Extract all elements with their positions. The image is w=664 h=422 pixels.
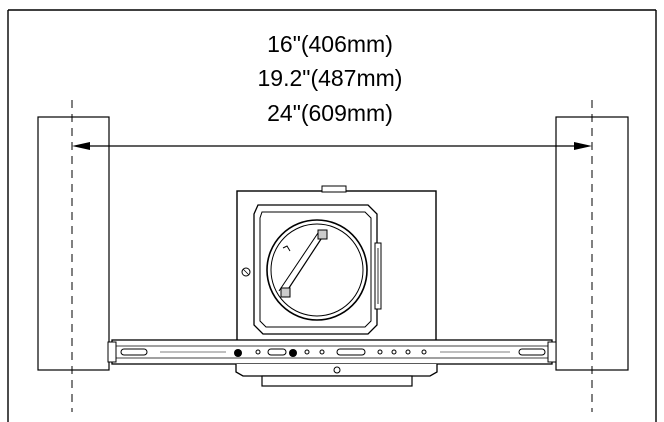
bottom-flange <box>235 364 438 387</box>
outer-frame <box>7 9 657 422</box>
left-joist <box>37 100 110 412</box>
spacing-label-19-2in: 19.2"(487mm) <box>257 65 403 91</box>
right-joist <box>555 100 629 412</box>
mounting-bar <box>107 339 557 365</box>
spacing-dimension-arrow <box>72 142 592 150</box>
spacing-label-24in: 24"(609mm) <box>267 100 393 126</box>
spacing-label-16in: 16"(406mm) <box>267 31 393 57</box>
round-damper <box>266 219 368 321</box>
